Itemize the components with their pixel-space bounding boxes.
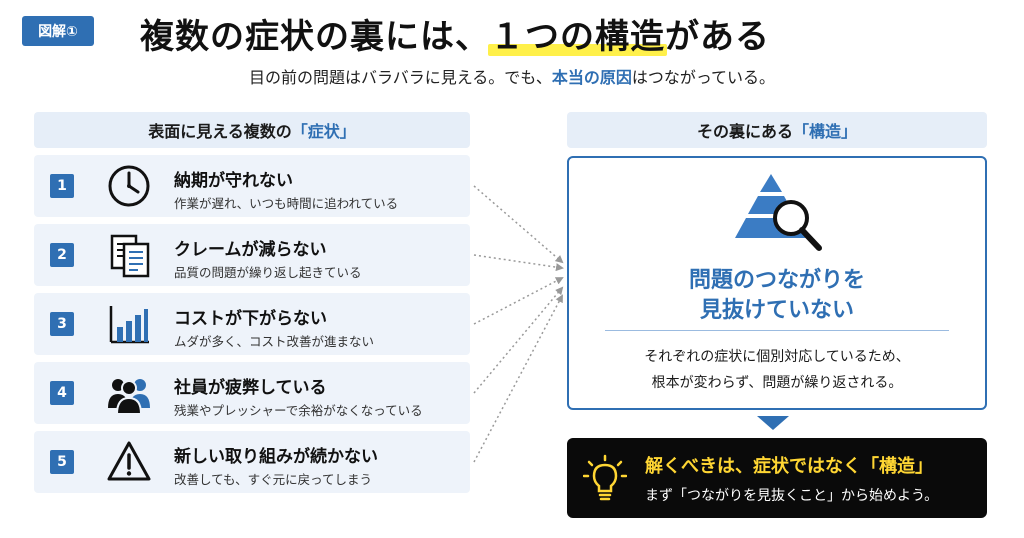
bar-chart-icon (109, 306, 149, 344)
arrow-2 (473, 254, 564, 272)
subtitle-before: 目の前の問題はバラバラに見える。でも、 (248, 68, 552, 87)
arrow-1 (473, 185, 564, 264)
people-icon (108, 379, 150, 415)
subtitle-after: はつながっている。 (631, 68, 776, 87)
symptom-card-4: 4 社員が疲弊している 残業やプレッシャーで余裕がなくなっている (34, 362, 470, 424)
structure-header-text: その裏にある (696, 122, 793, 141)
arrow-4 (473, 286, 564, 394)
structure-header-emphasis: 「構造」 (793, 122, 858, 141)
arrow-5 (473, 294, 563, 463)
conclusion-box: 解くべきは、症状ではなく「構造」 まず「つながりを見抜くこと」から始めよう。 (567, 438, 987, 518)
symptom-title: 社員が疲弊している (174, 378, 327, 398)
conclusion-subline: まず「つながりを見抜くこと」から始めよう。 (645, 488, 939, 504)
title-highlight: １つの構造 (488, 9, 667, 58)
symptom-card-2: 2 クレームが減らない 品質の問題が繰り返し起きている (34, 224, 470, 286)
symptom-title: コストが下がらない (174, 309, 327, 329)
documents-icon (110, 234, 150, 278)
symptom-title: クレームが減らない (174, 240, 327, 260)
symptom-title: 新しい取り組みが続かない (174, 447, 378, 467)
symptom-card-1: 1 納期が守れない 作業が遅れ、いつも時間に追われている (34, 155, 470, 217)
title-text-before: 複数の症状の裏には、 (140, 16, 490, 57)
subtitle-emphasis: 本当の原因 (551, 68, 632, 87)
down-arrow-icon (757, 416, 789, 430)
symptoms-header: 表面に見える複数の「症状」 (34, 112, 470, 148)
arrow-3 (473, 277, 564, 325)
page-title: 複数の症状の裏には、 １つの構造 がある (140, 9, 900, 58)
symptom-desc: 品質の問題が繰り返し起きている (174, 265, 362, 280)
symptom-desc: 作業が遅れ、いつも時間に追われている (174, 196, 399, 211)
structure-line-2: 見抜けていない (699, 298, 854, 323)
structure-header: その裏にある「構造」 (567, 112, 987, 148)
symptom-desc: ムダが多く、コスト改善が進まない (174, 334, 375, 349)
structure-note-2: 根本が変わらず、問題が繰り返される。 (651, 375, 903, 391)
symptom-number: 2 (50, 243, 74, 267)
symptom-card-3: 3 コストが下がらない ムダが多く、コスト改善が進まない (34, 293, 470, 355)
symptoms-header-emphasis: 「症状」 (291, 122, 356, 141)
figure-badge: 図解① (22, 16, 94, 46)
pyramid-magnifier-icon (735, 174, 822, 251)
symptoms-header-text: 表面に見える複数の (148, 122, 292, 141)
structure-note-1: それぞれの症状に個別対応しているため、 (644, 349, 910, 365)
separator-line (605, 330, 949, 331)
title-text-after: がある (665, 16, 770, 57)
symptom-title: 納期が守れない (174, 171, 293, 191)
symptom-number: 3 (50, 312, 74, 336)
symptom-desc: 改善しても、すぐ元に戻ってしまう (174, 472, 373, 487)
clock-icon (108, 165, 150, 207)
symptom-card-5: 5 新しい取り組みが続かない 改善しても、すぐ元に戻ってしまう (34, 431, 470, 493)
symptom-number: 1 (50, 174, 74, 198)
symptom-number: 5 (50, 450, 74, 474)
symptom-number: 4 (50, 381, 74, 405)
structure-box: 問題のつながりを 見抜けていない それぞれの症状に個別対応しているため、 根本が… (567, 156, 987, 410)
warning-icon (107, 441, 151, 481)
conclusion-headline: 解くべきは、症状ではなく「構造」 (645, 456, 933, 477)
structure-line-1: 問題のつながりを (688, 268, 865, 293)
symptom-desc: 残業やプレッシャーで余裕がなくなっている (174, 403, 423, 418)
subtitle: 目の前の問題はバラバラに見える。でも、本当の原因はつながっている。 (0, 64, 1024, 88)
lightbulb-icon (583, 454, 627, 501)
